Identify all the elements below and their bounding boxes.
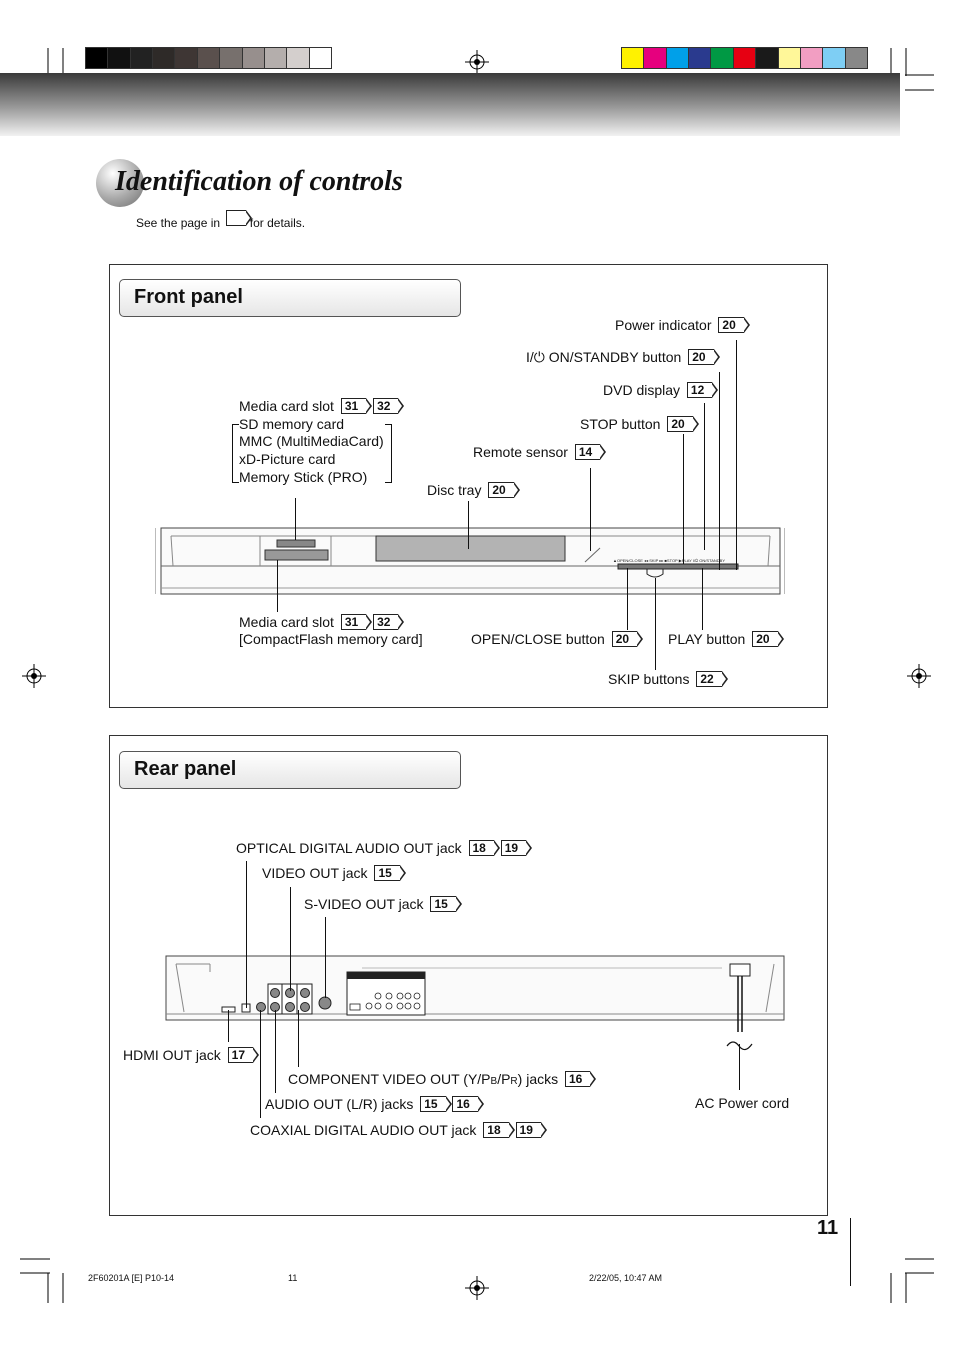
front-panel-heading: Front panel <box>119 279 461 317</box>
color-swatch <box>688 47 712 69</box>
color-swatch <box>643 47 667 69</box>
color-swatch <box>732 47 757 69</box>
remote-sensor-label: Remote sensor 14 <box>473 444 607 461</box>
color-swatch <box>777 47 801 69</box>
compactflash-note: [CompactFlash memory card] <box>239 631 423 647</box>
footer-job: 2F60201A [E] P10-14 <box>88 1273 175 1283</box>
skip-buttons-label: SKIP buttons 22 <box>608 671 729 688</box>
component-out-label: COMPONENT VIDEO OUT (Y/PB/PR) jacks 16 <box>288 1071 597 1090</box>
svideo-out-label: S-VIDEO OUT jack 15 <box>304 896 463 913</box>
hdmi-out-label: HDMI OUT jack 17 <box>123 1047 260 1064</box>
grayscale-swatch <box>219 47 243 69</box>
color-swatch <box>620 47 645 69</box>
color-swatch <box>710 47 734 69</box>
media-slot-bottom-label: Media card slot 31 32 <box>239 614 405 631</box>
power-indicator-label: Power indicator 20 <box>615 317 751 334</box>
page-ref-icon <box>226 210 253 226</box>
media-slot-top-label: Media card slot 31 32 <box>239 398 405 415</box>
grayscale-swatch <box>241 47 265 69</box>
rear-panel-section <box>109 735 828 1216</box>
color-bar <box>620 47 869 69</box>
coaxial-out-label: COAXIAL DIGITAL AUDIO OUT jack 18 19 <box>250 1122 548 1139</box>
grayscale-swatch <box>84 47 109 69</box>
color-swatch <box>665 47 690 69</box>
open-close-label: OPEN/CLOSE button 20 <box>471 631 644 648</box>
page-number: 11 <box>817 1217 839 1239</box>
grayscale-swatch <box>286 47 310 69</box>
card-xd: xD-Picture card <box>239 451 336 467</box>
dvd-display-label: DVD display 12 <box>603 382 719 399</box>
stop-button-label: STOP button 20 <box>580 416 700 433</box>
rear-panel-heading: Rear panel <box>119 751 461 789</box>
card-mmc: MMC (MultiMediaCard) <box>239 433 384 449</box>
page-title: Identification of controls <box>115 166 403 197</box>
see-page-note: See the page in for details. <box>136 210 305 232</box>
card-memory-stick: Memory Stick (PRO) <box>239 469 368 485</box>
power-icon: I/⏻ <box>526 349 545 365</box>
header-band <box>0 73 900 136</box>
color-swatch <box>755 47 779 69</box>
svg-text:▲OPEN/CLOSE ◂◂ SKIP ▸▸: ▲OPEN/CLOSE ◂◂ SKIP ▸▸ ■STOP ▶PLAY I/⏻ O… <box>613 558 725 563</box>
grayscale-bar <box>84 47 333 69</box>
front-panel-drawing: ▲OPEN/CLOSE ◂◂ SKIP ▸▸ ■STOP ▶PLAY I/⏻ O… <box>155 527 785 595</box>
color-swatch <box>822 47 846 69</box>
grayscale-swatch <box>152 47 176 69</box>
title-bullet <box>96 159 144 207</box>
ac-cord-break <box>726 1041 753 1051</box>
video-out-label: VIDEO OUT jack 15 <box>262 865 407 882</box>
footer-timestamp: 2/22/05, 10:47 AM <box>589 1273 663 1283</box>
on-standby-label: I/⏻ ON/STANDBY button 20 <box>526 349 720 366</box>
front-panel-section <box>109 264 828 708</box>
play-button-label: PLAY button 20 <box>668 631 785 648</box>
disc-tray-label: Disc tray 20 <box>427 482 521 499</box>
footer-sheet: 11 <box>288 1273 298 1283</box>
grayscale-swatch <box>174 47 198 69</box>
grayscale-swatch <box>196 47 221 69</box>
ac-power-label: AC Power cord <box>695 1095 790 1111</box>
rear-panel-drawing <box>165 955 785 1032</box>
grayscale-swatch <box>107 47 131 69</box>
grayscale-swatch <box>263 47 288 69</box>
optical-out-label: OPTICAL DIGITAL AUDIO OUT jack 18 19 <box>236 840 533 857</box>
grayscale-swatch <box>308 47 333 69</box>
grayscale-swatch <box>129 47 154 69</box>
audio-out-label: AUDIO OUT (L/R) jacks 15 16 <box>265 1096 485 1113</box>
color-swatch <box>844 47 869 69</box>
color-swatch <box>799 47 824 69</box>
card-sd: SD memory card <box>239 416 345 432</box>
